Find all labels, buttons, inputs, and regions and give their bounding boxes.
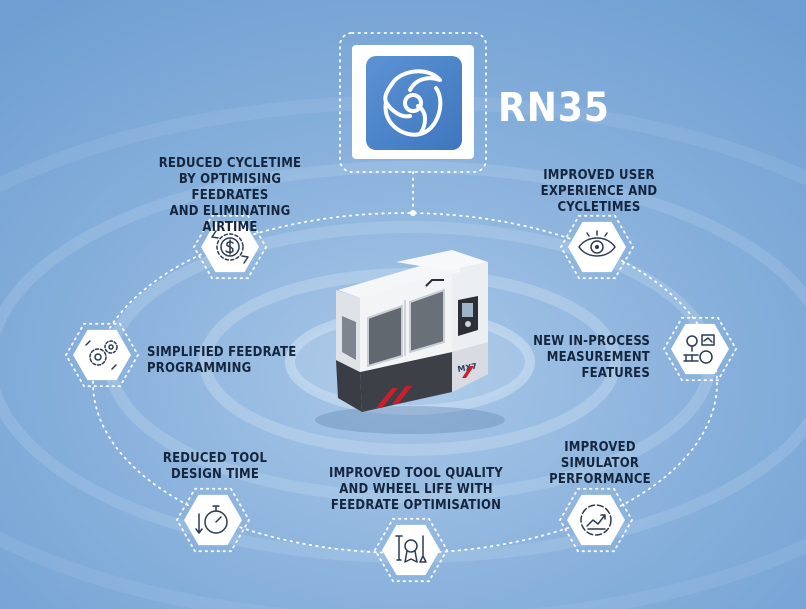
feature-label-measurement: NEW IN-PROCESS MEASUREMENT FEATURES — [533, 334, 650, 381]
hex-icon-simulator — [558, 487, 634, 553]
feature-label-user-experience: IMPROVED USER EXPERIENCE AND CYCLETIMES — [540, 168, 658, 215]
chart-cycle-icon — [580, 504, 612, 536]
hex-icon-tool-quality — [373, 517, 449, 583]
hex-icon-feedrate-programming — [64, 322, 140, 388]
feature-label-feedrate-programming: SIMPLIFIED FEEDRATE PROGRAMMING — [147, 345, 297, 376]
hex-icon-cycletime — [192, 214, 268, 280]
machine-badge: MX7 — [457, 362, 478, 374]
hex-icon-user-experience — [559, 214, 635, 280]
feature-label-tool-design: REDUCED TOOL DESIGN TIME — [162, 451, 268, 482]
tools-award-icon — [395, 535, 427, 563]
feature-label-cycletime: REDUCED CYCLETIME BY OPTIMISING FEEDRATE… — [158, 156, 302, 235]
gear-dollar-cycle-icon — [211, 230, 249, 264]
cnc-grinding-machine: MX7 — [315, 250, 505, 434]
hex-icon-measurement — [662, 316, 738, 382]
orbit-path — [92, 212, 718, 554]
eye-icon — [578, 230, 616, 257]
connector-dot — [410, 210, 416, 216]
feature-icons — [64, 214, 738, 583]
feature-label-tool-quality: IMPROVED TOOL QUALITY AND WHEEL LIFE WIT… — [329, 466, 503, 513]
stopwatch-icon — [195, 505, 228, 534]
product-logo-box — [339, 32, 487, 173]
swirl-fan-icon — [383, 69, 443, 137]
gears-icon — [85, 340, 118, 370]
product-title: RN35 — [498, 85, 610, 131]
hex-icon-tool-design — [175, 487, 251, 553]
measurement-tools-icon — [683, 334, 715, 364]
feature-label-simulator: IMPROVED SIMULATOR PERFORMANCE — [549, 440, 651, 487]
